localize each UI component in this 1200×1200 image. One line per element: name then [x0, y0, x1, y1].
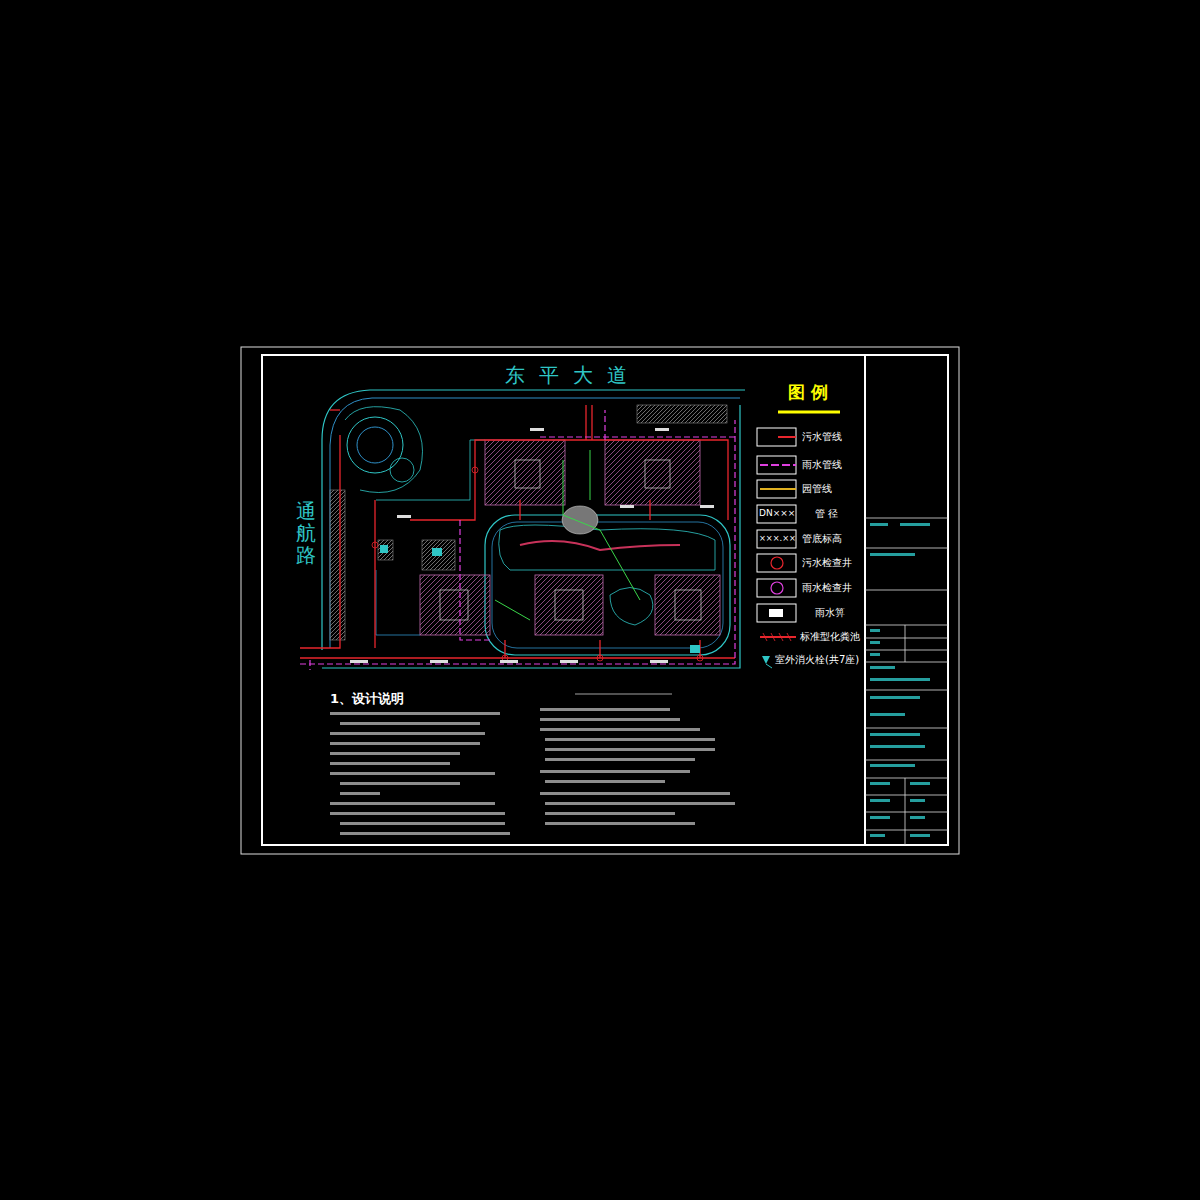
notes-heading: 1、设计说明	[330, 690, 404, 708]
road-name: 东平大道	[505, 362, 641, 389]
legend-entry: 管底标高	[802, 532, 842, 546]
legend-entry: 管 径	[815, 507, 838, 521]
legend-title: 图 例	[788, 381, 828, 404]
legend-text: 园管线	[802, 483, 832, 494]
legend-text: 管 径	[815, 508, 838, 519]
legend-entry: 雨水管线	[802, 458, 842, 472]
legend-entry: 标准型化粪池	[800, 630, 860, 644]
legend-entry: 雨水检查井	[802, 581, 852, 595]
legend-text: 标准型化粪池	[800, 631, 860, 642]
legend-text: 污水检查井	[802, 557, 852, 568]
legend-entry: 雨水箅	[815, 606, 845, 620]
legend-text: 雨水箅	[815, 607, 845, 618]
legend-entry: 污水检查井	[802, 556, 852, 570]
elevation-sample: ×××.××	[759, 533, 796, 543]
road-name: 通航路	[296, 500, 316, 566]
legend-entry: 室外消火栓(共7座)	[775, 653, 859, 667]
legend-entry: 污水管线	[802, 430, 842, 444]
legend-text: 雨水管线	[802, 459, 842, 470]
legend-text: 管底标高	[802, 533, 842, 544]
legend-text: 雨水检查井	[802, 582, 852, 593]
legend-text: 室外消火栓(共7座)	[775, 654, 859, 665]
legend-text: 污水管线	[802, 431, 842, 442]
legend-entry: 园管线	[802, 482, 832, 496]
pipe-size-sample: DN×××	[759, 508, 795, 518]
